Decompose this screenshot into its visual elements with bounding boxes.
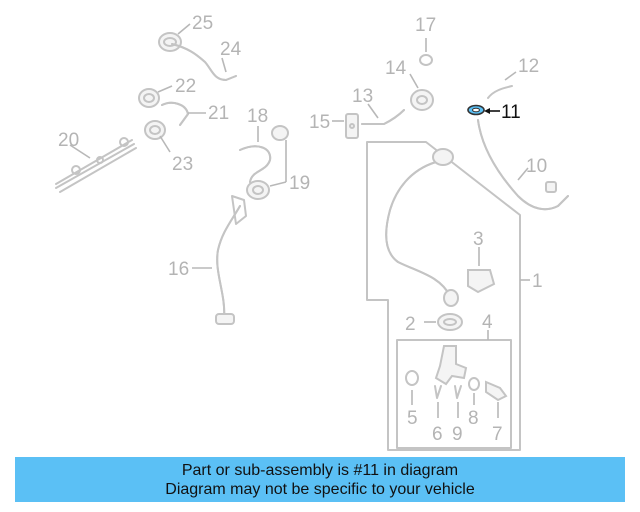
callout-12: 12: [518, 56, 539, 77]
callout-3: 3: [473, 229, 484, 250]
callout-9: 9: [452, 424, 463, 445]
part-5-oring: [405, 370, 419, 386]
part-6-clip: [434, 385, 442, 399]
part-17-oring: [419, 54, 433, 66]
part-19-clamp: [246, 180, 270, 200]
parts-diagram: 25 24 22 21 23 20 18: [55, 13, 569, 451]
part-7-sensor: [485, 380, 508, 402]
callout-15: 15: [309, 112, 330, 133]
callout-11: 11: [501, 102, 521, 123]
tee-fitting: [434, 345, 468, 386]
part-8-oring: [468, 377, 480, 391]
callout-20: 20: [58, 130, 79, 151]
part-20-pipe: [55, 137, 137, 193]
part-22-clamp: [138, 88, 160, 108]
part-12-clip: [487, 85, 513, 99]
callout-22: 22: [175, 76, 196, 97]
part-23-clamp: [144, 120, 166, 140]
banner-line-1: Part or sub-assembly is #11 in diagram: [181, 462, 459, 479]
callout-4: 4: [482, 312, 493, 333]
callout-8: 8: [468, 408, 479, 429]
callout-19: 19: [289, 173, 310, 194]
part-25-clamp: [158, 32, 182, 52]
part-16-pipe: [215, 195, 247, 325]
main-hose: [385, 148, 459, 307]
callout-1: 1: [532, 271, 543, 292]
callout-16: 16: [168, 259, 189, 280]
part-13-connector: [361, 109, 405, 125]
callout-24: 24: [220, 39, 242, 60]
info-banner: Part or sub-assembly is #11 in diagram D…: [15, 457, 625, 502]
part-18-hose: [239, 125, 289, 183]
callout-2: 2: [405, 314, 416, 335]
callout-5: 5: [407, 408, 418, 429]
callout-10: 10: [526, 156, 547, 177]
callout-25: 25: [192, 13, 213, 34]
banner-line-2: Diagram may not be specific to your vehi…: [165, 481, 475, 498]
part-10-pipe: [477, 119, 569, 211]
callout-18: 18: [247, 106, 268, 127]
callout-7: 7: [492, 424, 503, 445]
callout-23: 23: [172, 154, 193, 175]
part-15-bracket: [345, 113, 359, 139]
assembly-4-box: [396, 339, 512, 449]
part-2-clamp: [437, 313, 463, 331]
callout-6: 6: [432, 424, 443, 445]
part-21-hose: [161, 101, 189, 126]
callout-14: 14: [385, 58, 407, 79]
part-11-seal: [467, 104, 485, 116]
callout-21: 21: [208, 103, 229, 124]
part-9-clip: [454, 385, 462, 399]
part-3-bracket: [467, 269, 496, 294]
callout-13: 13: [352, 86, 373, 107]
part-24-hose: [171, 43, 237, 81]
part-14-cap: [410, 89, 434, 111]
callout-17: 17: [415, 15, 436, 36]
